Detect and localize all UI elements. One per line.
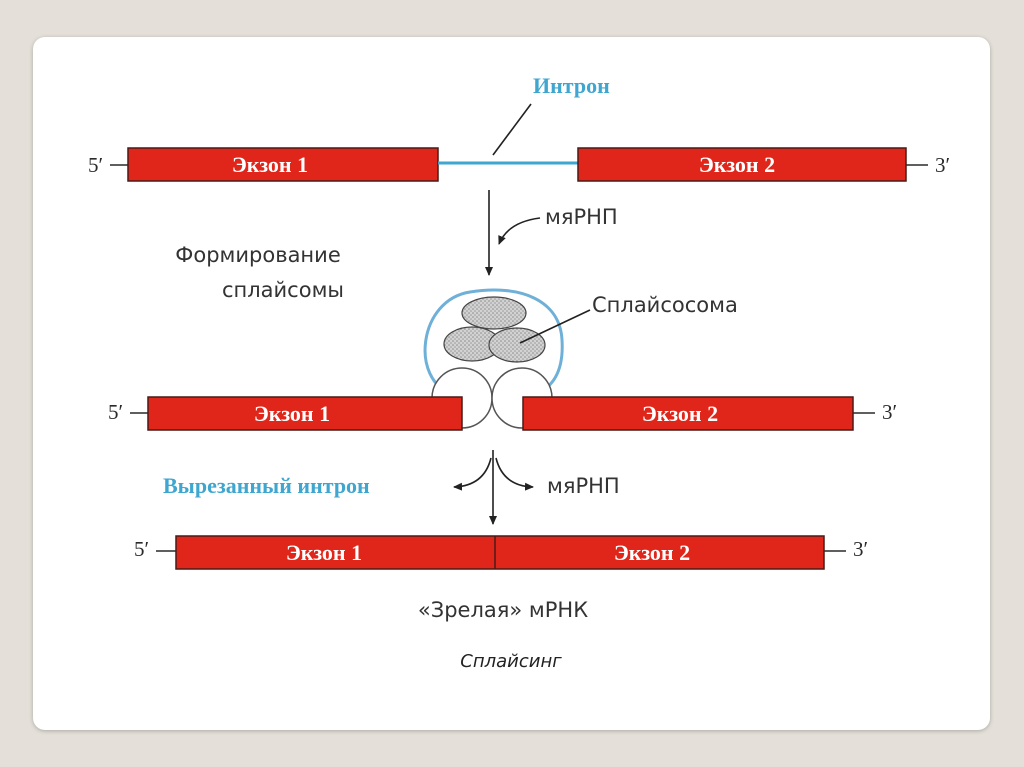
excised-intron-label: Вырезанный интрон bbox=[163, 473, 370, 498]
exon2-row1 bbox=[577, 147, 907, 182]
intron-label: Интрон bbox=[533, 73, 610, 98]
exon2-label-row2: Экзон 2 bbox=[642, 401, 718, 426]
mature-mrna-label: «Зрелая» мРНК bbox=[418, 598, 588, 622]
three-prime-label-3: 3′ bbox=[853, 537, 868, 561]
five-prime-label-2: 5′ bbox=[108, 400, 123, 424]
intron-release-arrow bbox=[453, 457, 492, 491]
exon2-row2 bbox=[522, 396, 854, 431]
spliceosome-label: Сплайсосома bbox=[592, 293, 738, 317]
spliceosome-pointer-line bbox=[519, 309, 591, 344]
snrnp-join-arrow bbox=[498, 217, 541, 245]
exon2-label-row1: Экзон 2 bbox=[699, 152, 775, 177]
intron-pointer-line bbox=[492, 103, 532, 156]
exon2-label-row3: Экзон 2 bbox=[614, 540, 690, 565]
formation-label-line1: Формирование bbox=[175, 243, 340, 267]
three-prime-label-1: 3′ bbox=[935, 153, 950, 177]
exon1-label-row2: Экзон 1 bbox=[254, 401, 330, 426]
snrnp-label-2: мяРНП bbox=[547, 474, 620, 498]
exon1-row1 bbox=[127, 147, 439, 182]
five-prime-label-3: 5′ bbox=[134, 537, 149, 561]
mature-mrna-bar bbox=[175, 535, 825, 570]
exon1-label-row1: Экзон 1 bbox=[232, 152, 308, 177]
five-prime-label-1: 5′ bbox=[88, 153, 103, 177]
exon1-label-row3: Экзон 1 bbox=[286, 540, 362, 565]
exon1-row2 bbox=[147, 396, 463, 431]
snrnp-release-arrow bbox=[495, 457, 534, 491]
three-prime-label-2: 3′ bbox=[882, 400, 897, 424]
spliceosome bbox=[423, 288, 564, 429]
figure-caption: Сплайсинг bbox=[460, 651, 562, 672]
formation-label-line2: сплайсомы bbox=[222, 278, 344, 302]
snrnp-label-1: мяРНП bbox=[545, 205, 618, 229]
